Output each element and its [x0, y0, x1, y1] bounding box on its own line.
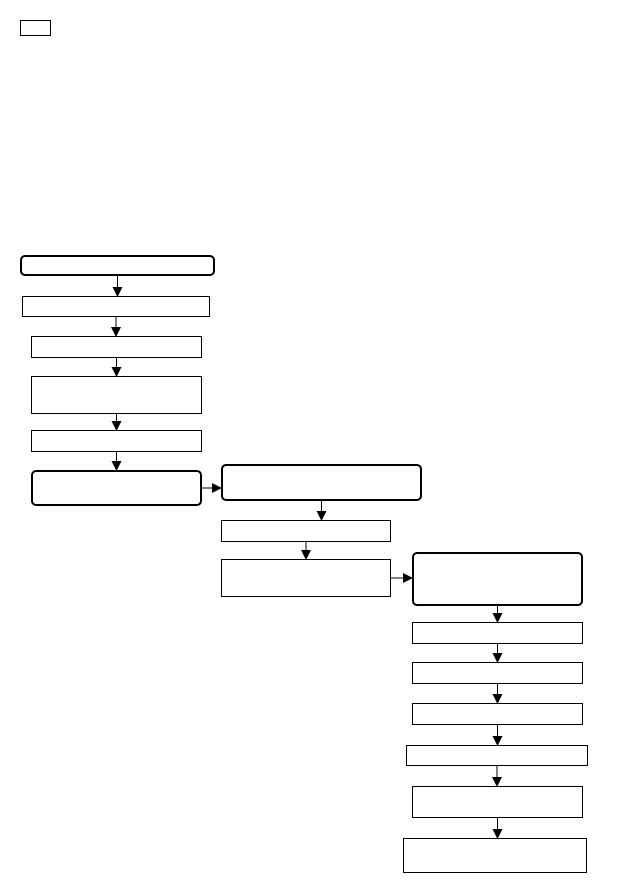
flowchart-node-11 [412, 622, 583, 644]
flowchart-node-5 [31, 430, 202, 452]
flowchart-node-8 [221, 520, 391, 542]
corner-label-box [20, 20, 51, 36]
flowchart-node-1 [20, 255, 215, 276]
flowchart-node-13 [412, 703, 583, 725]
flowchart-node-9 [221, 559, 391, 597]
flowchart-node-7 [221, 464, 422, 501]
flowchart-node-10 [412, 552, 583, 606]
flowchart-node-12 [412, 662, 583, 684]
flowchart-node-15 [412, 786, 583, 818]
flowchart-node-16 [403, 838, 587, 873]
flowchart-node-6 [31, 470, 202, 506]
flowchart-node-3 [31, 336, 202, 358]
flowchart-node-14 [406, 745, 588, 766]
flowchart-node-2 [22, 296, 210, 317]
edges-layer [111, 276, 503, 839]
flowchart-node-4 [31, 376, 202, 414]
